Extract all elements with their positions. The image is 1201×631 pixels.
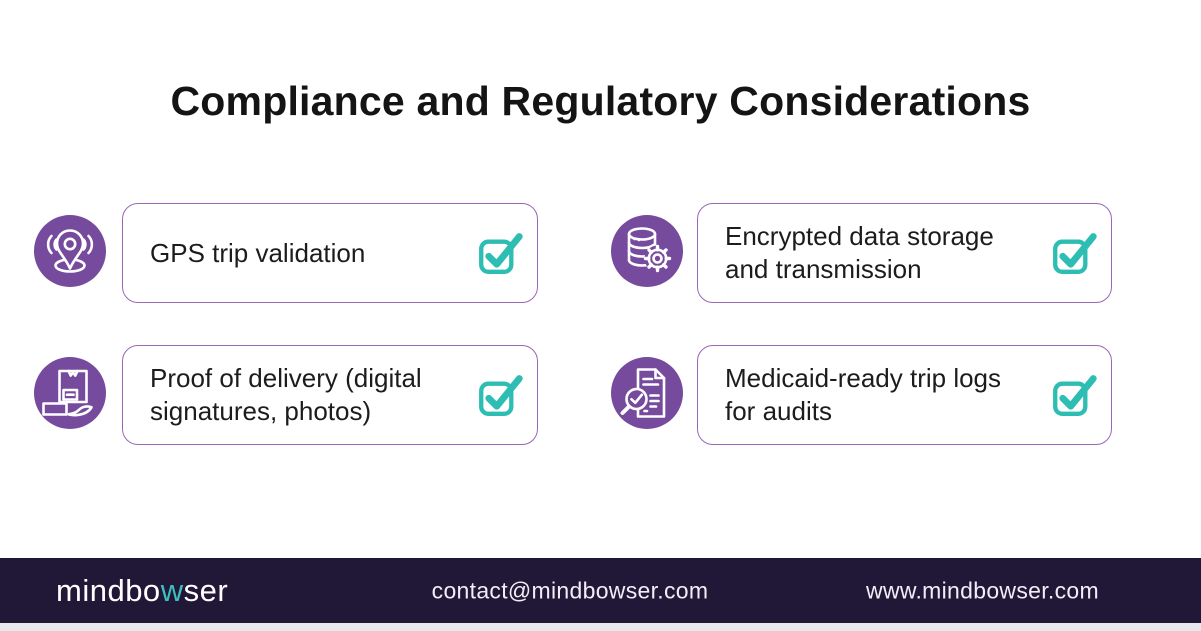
website-url: www.mindbowser.com	[866, 577, 1099, 603]
checkbox-checked-icon	[479, 375, 523, 416]
card-label: Medicaid-ready trip logs for audits	[725, 363, 1002, 426]
card-medicaid-trip-logs: Medicaid-ready trip logs for audits	[697, 345, 1112, 445]
checkbox-checked-icon	[1053, 375, 1097, 416]
card-label: GPS trip validation	[150, 237, 366, 268]
card-label: Encrypted data storage and transmission	[725, 221, 994, 284]
card-proof-of-delivery: Proof of delivery (digital signatures, p…	[122, 345, 538, 445]
encrypted-database-gear-icon	[611, 215, 683, 287]
footer-bar: mindbowser contact@mindbowser.com www.mi…	[0, 558, 1201, 623]
mindbowser-logo: mindbowser	[56, 572, 229, 608]
logo-accent-letter: w	[160, 572, 184, 608]
delivery-package-hand-icon	[34, 357, 106, 429]
checkbox-checked-icon	[1053, 233, 1097, 274]
page-title: Compliance and Regulatory Considerations	[170, 78, 1031, 124]
card-label: Proof of delivery (digital signatures, p…	[150, 363, 422, 426]
audit-document-magnifier-icon	[611, 357, 683, 429]
footer-bottom-strip	[0, 623, 1201, 631]
checkbox-checked-icon	[479, 233, 523, 274]
contact-email: contact@mindbowser.com	[431, 577, 709, 603]
card-encrypted-data-storage: Encrypted data storage and transmission	[697, 203, 1112, 303]
card-gps-trip-validation: GPS trip validation	[122, 203, 538, 303]
gps-signal-location-icon	[34, 215, 106, 287]
